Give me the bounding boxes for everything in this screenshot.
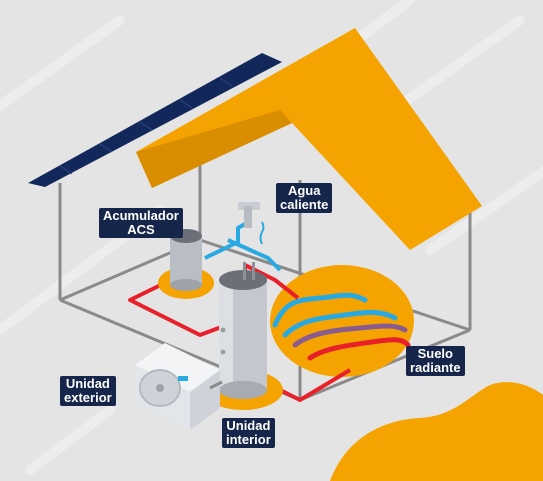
label-agua-line2: caliente <box>280 197 329 212</box>
floor-heating-coil-warm <box>292 323 408 348</box>
label-agua-caliente: Agua caliente <box>276 183 333 213</box>
label-exterior-line1: Unidad <box>65 376 110 391</box>
acumulador-acs-tank <box>158 229 214 299</box>
roof-edge <box>136 110 292 188</box>
cold-water-pipes <box>204 222 282 272</box>
hot-water-tap <box>238 202 265 245</box>
label-acumulador-acs: Acumulador ACS <box>99 208 183 238</box>
label-suelo-line2: radiante <box>410 360 461 375</box>
solar-panel-lines <box>59 77 233 175</box>
floor-heating-pad <box>270 265 414 377</box>
label-suelo-line1: Suelo <box>417 346 453 361</box>
label-acumulador-line2: ACS <box>127 222 155 237</box>
label-unidad-interior: Unidad interior <box>222 418 275 448</box>
label-interior-line1: Unidad <box>226 418 271 433</box>
floor-heating-coil-hot <box>307 337 411 361</box>
label-suelo-radiante: Suelo radiante <box>406 346 465 376</box>
label-acumulador-line1: Acumulador <box>103 208 179 223</box>
label-interior-line2: interior <box>226 432 271 447</box>
roof <box>136 28 482 250</box>
exterior-to-interior-pipe <box>209 380 223 390</box>
solar-panel <box>28 53 282 187</box>
label-agua-line1: Agua <box>287 183 321 198</box>
decorative-wave <box>330 382 543 481</box>
floor-heating-coil <box>272 292 398 338</box>
label-exterior-line2: exterior <box>64 390 112 405</box>
unidad-interior-tank <box>203 262 283 410</box>
unidad-exterior <box>135 343 220 430</box>
label-unidad-exterior: Unidad exterior <box>60 376 116 406</box>
